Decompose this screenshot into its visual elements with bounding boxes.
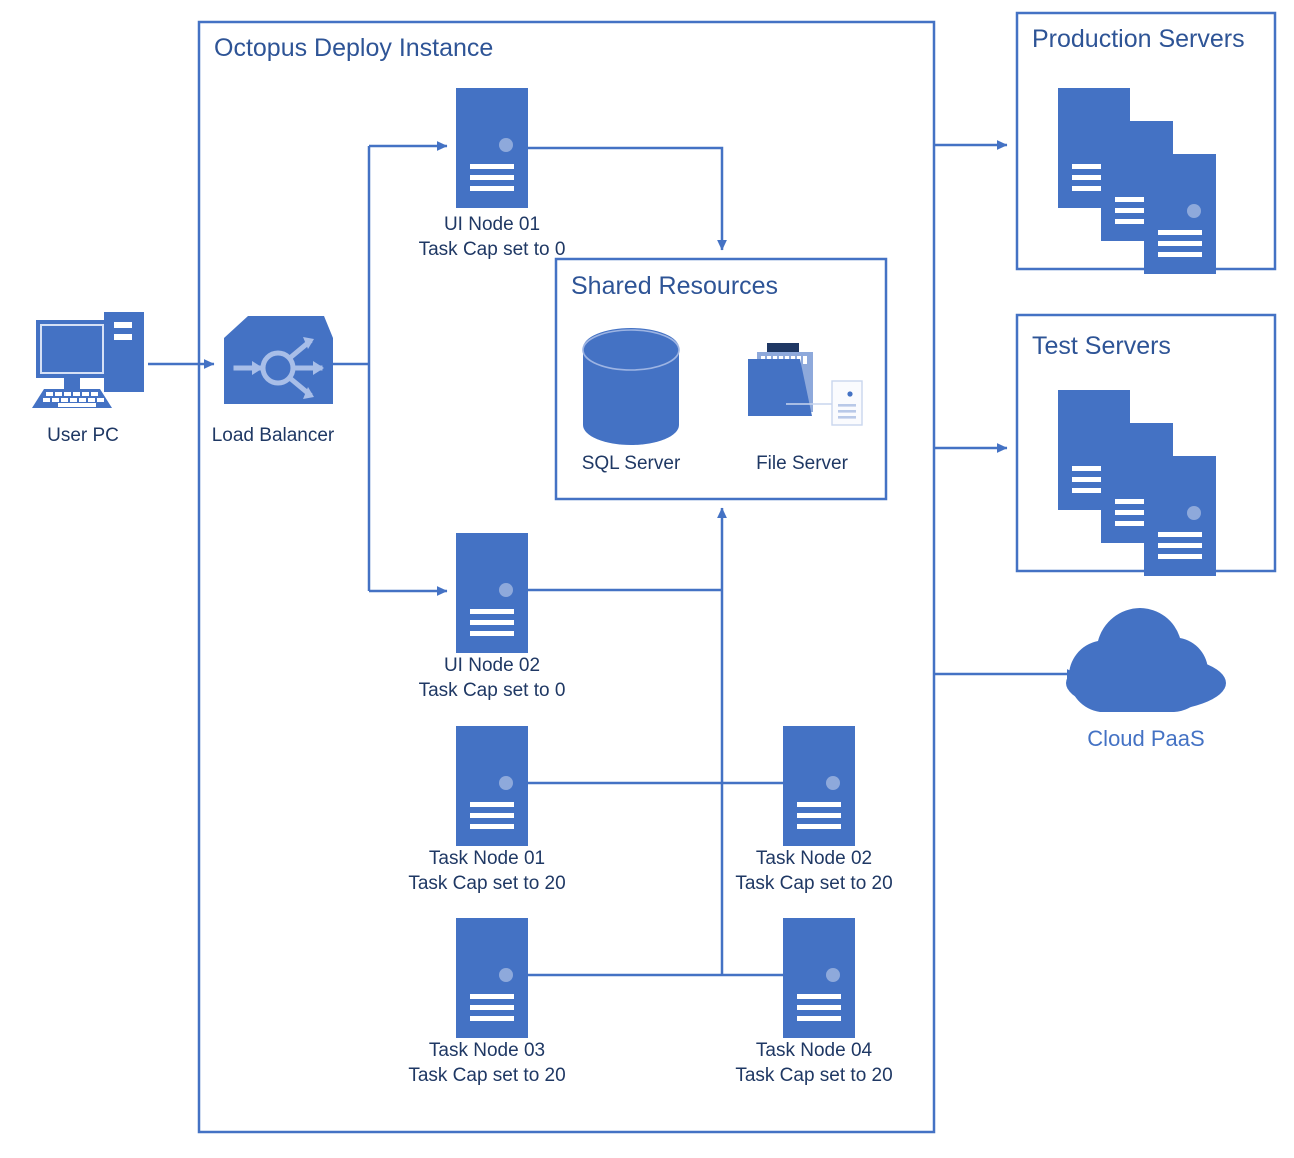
shared-resources-border [554,257,888,501]
octopus-deploy-instance-title: Octopus Deploy Instance [214,34,494,62]
test-servers-title: Test Servers [1032,332,1171,360]
user-pc-node[interactable] [32,310,152,412]
task-node-04[interactable] [783,918,855,1038]
desktop-computer-icon [32,312,144,408]
task-node-02[interactable] [783,726,855,846]
task-node-01[interactable] [456,726,528,846]
production-servers-title: Production Servers [1032,25,1245,53]
cloud-icon [1066,608,1226,712]
octopus-deploy-instance-border [197,20,936,1134]
database-cylinder-icon [582,328,680,445]
cloud-paas-node[interactable] [1066,608,1226,714]
folder-file-icon [748,343,863,426]
file-server-node[interactable] [746,340,864,428]
test-servers-node[interactable] [1058,390,1216,576]
shared-resources-title: Shared Resources [571,272,779,300]
ui-node-02[interactable] [456,533,528,653]
load-balancer-icon [224,316,333,404]
connector-ui-node-01-to-shared-resources [525,146,727,251]
ui-node-01[interactable] [456,88,528,208]
load-balancer-node[interactable] [222,314,335,406]
task-node-03[interactable] [456,918,528,1038]
production-servers-node[interactable] [1058,88,1216,274]
sql-server-node[interactable] [583,328,679,446]
